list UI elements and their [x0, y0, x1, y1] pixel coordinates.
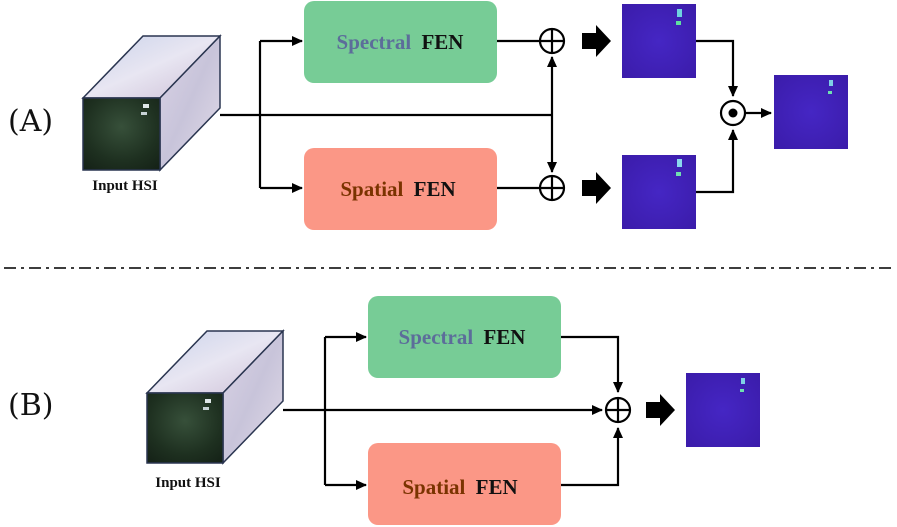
spectral-feature-map-a: [622, 4, 696, 78]
spatial-fen-suffix-a: FEN: [414, 177, 456, 201]
input-hsi-cube-a: [81, 34, 222, 172]
add-icon-bottom-a: [538, 174, 566, 202]
spectral-fen-block-b: Spectral FEN: [368, 296, 561, 378]
spatial-fen-block-b: Spatial FEN: [368, 443, 561, 525]
fused-feature-map-a: [774, 75, 848, 149]
panel-b-label: (B): [8, 388, 53, 423]
block-arrow-icon-top-a: [582, 25, 611, 57]
panel-a-label: (A): [8, 104, 53, 139]
panel-b: (B) Input HSI Spectral FEN Spatial FEN: [8, 296, 760, 525]
spatial-to-add-arrow-b: [561, 427, 623, 487]
panel-a: (A) Input HSI Spectral FEN Spatial: [8, 1, 848, 230]
block-arrow-icon-b: [646, 394, 675, 426]
spectral-fen-suffix-a: FEN: [421, 30, 463, 54]
spectral-word-a: Spectral: [337, 30, 412, 54]
input-hsi-label-b: Input HSI: [155, 475, 221, 491]
spatial-word-b: Spatial: [402, 475, 465, 499]
add-icon-top-a: [538, 27, 566, 55]
spectral-to-add-arrow-b: [561, 335, 623, 393]
spectral-fen-block-a: Spectral FEN: [304, 1, 497, 83]
spatial-to-fusion-arrow-a: [696, 129, 738, 194]
svg-text:Spatial FEN: Spatial FEN: [340, 177, 455, 201]
input-hsi-cube-b: [145, 329, 285, 465]
output-feature-map-b: [686, 373, 760, 447]
svg-text:Spectral FEN: Spectral FEN: [399, 325, 526, 349]
add-icon-b: [604, 396, 632, 424]
circle-dot-icon-a: [719, 99, 747, 127]
spectral-word-b: Spectral: [399, 325, 474, 349]
block-arrow-icon-bottom-a: [582, 172, 611, 204]
spatial-word-a: Spatial: [340, 177, 403, 201]
spatial-fen-block-a: Spatial FEN: [304, 148, 497, 230]
spatial-feature-map-a: [622, 155, 696, 229]
spectral-fen-suffix-b: FEN: [483, 325, 525, 349]
input-hsi-label-a: Input HSI: [92, 178, 158, 194]
spectral-to-fusion-arrow-a: [696, 39, 738, 97]
spatial-fen-suffix-b: FEN: [476, 475, 518, 499]
svg-text:Spectral FEN: Spectral FEN: [337, 30, 464, 54]
svg-text:Spatial FEN: Spatial FEN: [402, 475, 517, 499]
